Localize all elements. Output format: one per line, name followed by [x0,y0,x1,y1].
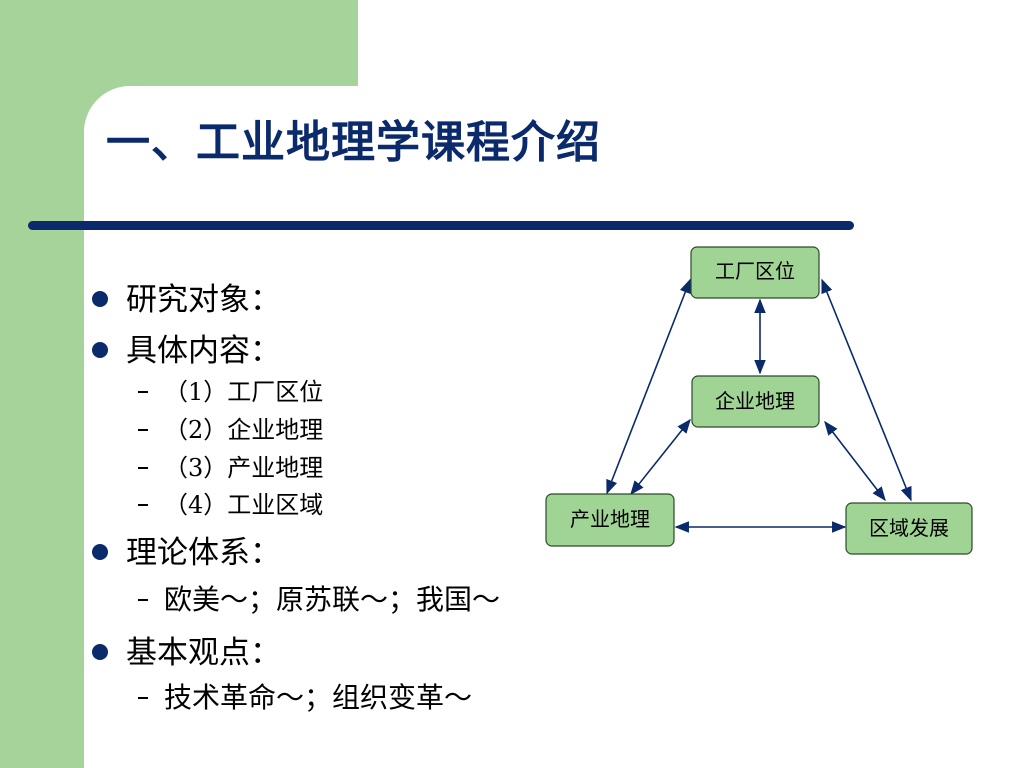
node-label: 区域发展 [869,516,949,540]
node-label: 产业地理 [570,507,650,531]
bullet-text: 基本观点： [126,635,281,671]
bullet-dot-icon [92,341,108,358]
sub-item-text: （4）工业区域 [164,491,324,519]
bullet-dot-icon [92,643,108,660]
bullet-text: 研究对象： [126,282,281,318]
dash-icon [138,598,148,601]
arrow-factory-region [821,278,912,502]
sub-item-text: （2）企业地理 [164,416,324,444]
arrow-factory-industry [606,278,691,495]
sub-item-region: （4）工业区域 [138,485,323,520]
node-enterprise-geography: 企业地理 [691,375,820,428]
sub-item-industry: （3）产业地理 [138,448,323,483]
dash-icon [138,466,148,469]
white-rounded-corner [84,86,484,286]
dash-icon [138,390,148,393]
dash-icon [138,696,148,699]
sub-item-viewpoints: 技术革命～；组织变革～ [138,676,472,716]
sub-item-enterprise: （2）企业地理 [138,410,323,445]
dash-icon [138,428,148,431]
bullet-text: 具体内容： [126,333,281,369]
sub-item-text: （1）工厂区位 [164,378,324,406]
bullet-dot-icon [92,290,108,307]
bullet-research-object: 研究对象： [92,274,281,319]
node-label: 工厂区位 [715,259,795,283]
sub-item-theory: 欧美～；原苏联～；我国～ [138,578,500,618]
title-underline [28,221,854,230]
node-regional-development: 区域发展 [845,502,973,555]
bullet-content: 具体内容： [92,325,281,370]
sub-item-text: 欧美～；原苏联～；我国～ [164,583,501,616]
slide-title: 一、工业地理学课程介绍 [106,117,601,168]
sub-item-text: 技术革命～；组织变革～ [164,681,473,714]
bullet-theory: 理论体系： [92,527,281,572]
arrow-enterprise-region [824,420,886,502]
arrow-enterprise-industry [630,418,691,496]
bullet-text: 理论体系： [126,535,281,571]
node-label: 企业地理 [715,389,795,413]
sub-item-factory: （1）工厂区位 [138,372,323,407]
dash-icon [138,503,148,506]
bullet-viewpoints: 基本观点： [92,627,281,672]
bullet-dot-icon [92,543,108,560]
node-industry-geography: 产业地理 [545,493,675,547]
sub-item-text: （3）产业地理 [164,454,324,482]
node-factory-location: 工厂区位 [690,246,820,299]
